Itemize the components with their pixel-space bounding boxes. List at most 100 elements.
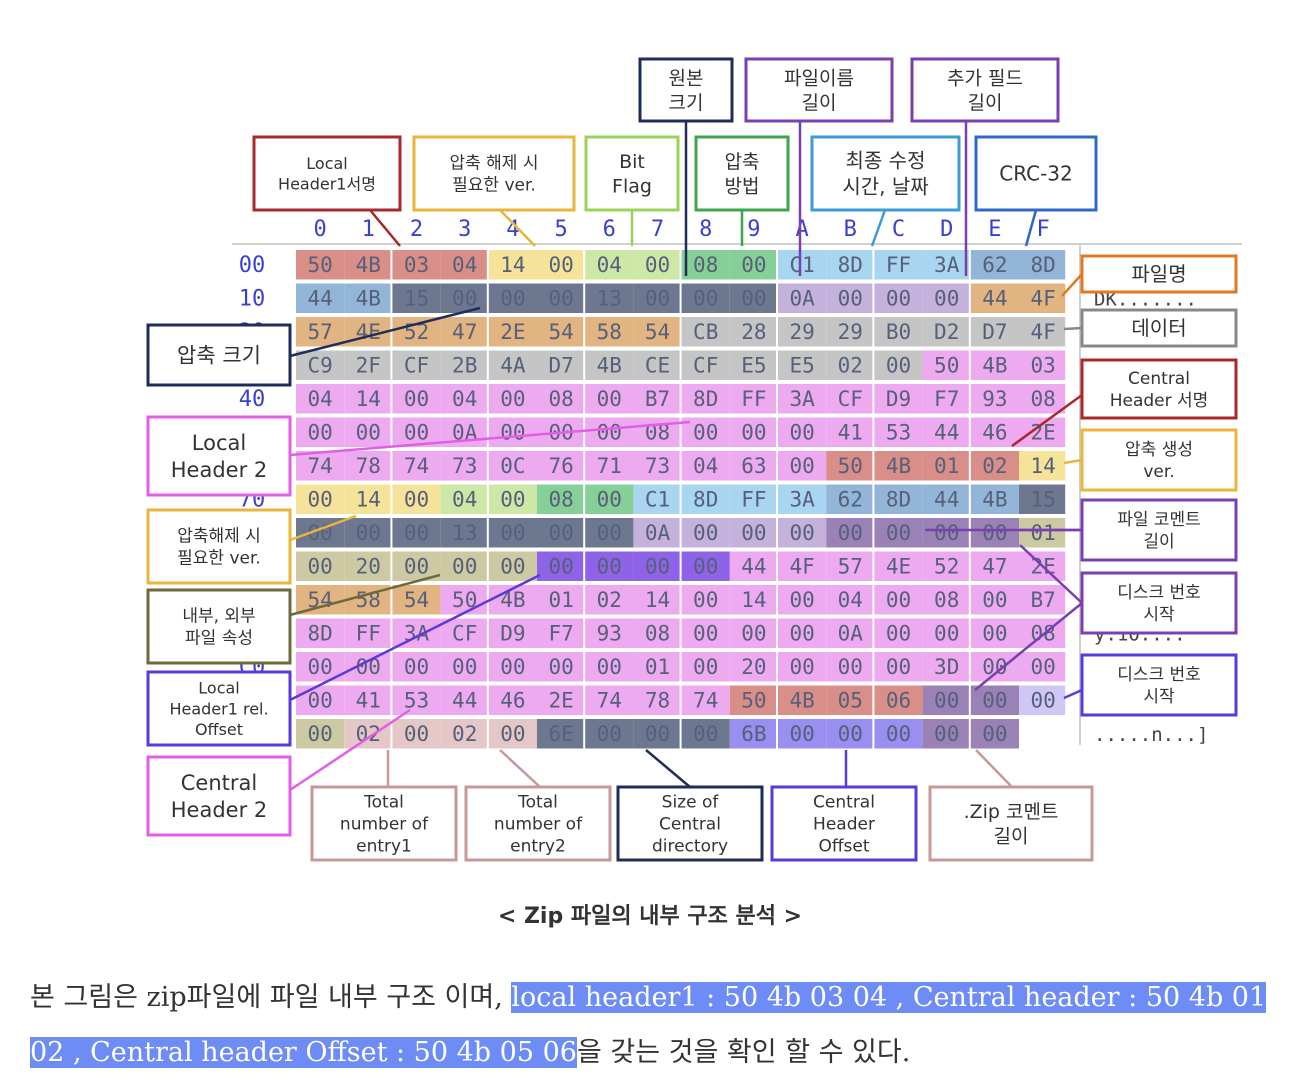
hex-cell-bg (922, 551, 969, 581)
hex-byte: 00 (500, 521, 525, 545)
hex-byte: 00 (645, 287, 670, 311)
hex-cell-bg (344, 451, 391, 481)
hex-byte: 44 (934, 488, 959, 512)
hex-cell-bg (440, 250, 487, 280)
hex-byte: 00 (548, 655, 573, 679)
hex-cell-bg (729, 618, 776, 648)
hex-cell-bg (681, 384, 730, 414)
hex-cell-bg (1019, 283, 1066, 313)
hex-byte: 76 (548, 454, 573, 478)
leader-line (1011, 393, 1083, 448)
hex-cell-bg (1019, 652, 1066, 682)
hex-cell-bg (1019, 451, 1066, 481)
hex-byte: B7 (1030, 588, 1055, 612)
hex-cell-bg (874, 250, 923, 280)
leader-line (1061, 273, 1083, 297)
label-text: Local (192, 431, 246, 455)
hex-byte: 00 (356, 655, 381, 679)
hex-cell-bg (922, 451, 969, 481)
hex-byte: 57 (838, 555, 863, 579)
hex-cell-bg (681, 484, 730, 514)
hex-cell-bg (729, 585, 776, 615)
hex-byte: 14 (1030, 454, 1055, 478)
row-offset: 10 (239, 287, 266, 312)
hex-cell-bg (585, 283, 634, 313)
hex-byte: D7 (982, 320, 1007, 344)
hex-cell-bg (392, 685, 441, 715)
ascii-text: DK....... (1094, 289, 1197, 311)
label-text: 추가 필드 (947, 67, 1023, 89)
hex-byte: 4B (597, 354, 622, 378)
hex-byte: 93 (597, 622, 622, 646)
hex-cell-bg (633, 451, 680, 481)
hex-byte: 73 (452, 454, 477, 478)
hex-byte: B0 (886, 320, 911, 344)
hex-cell-bg (1019, 685, 1066, 715)
hex-cell-bg (296, 350, 345, 380)
hex-cell-bg (970, 283, 1019, 313)
label-box (146, 670, 292, 747)
row-offset: 40 (239, 387, 266, 412)
hex-byte: 4B (356, 287, 381, 311)
hex-byte: 00 (500, 287, 525, 311)
row-offset: 00 (239, 253, 266, 278)
hex-byte: 20 (741, 655, 766, 679)
hex-cell-bg (537, 317, 584, 347)
hex-byte: 00 (838, 287, 863, 311)
hex-byte: 00 (838, 521, 863, 545)
hex-cell-bg (874, 618, 923, 648)
column-header: B (844, 217, 857, 242)
hex-byte: 01 (548, 588, 573, 612)
label-text: 시작 (1143, 687, 1175, 707)
hex-cell-bg (970, 518, 1019, 548)
hex-byte: 13 (597, 287, 622, 311)
hex-byte: 00 (789, 454, 814, 478)
hex-cell-bg (826, 417, 873, 447)
label-box (616, 785, 764, 862)
hex-cell-bg (1019, 484, 1066, 514)
hex-cell-bg (778, 685, 827, 715)
label-box (744, 57, 894, 123)
leader-line (974, 602, 1083, 691)
hex-byte: 00 (548, 253, 573, 277)
label-box (310, 785, 458, 862)
hex-byte: 00 (356, 421, 381, 445)
hex-cell-bg (778, 283, 827, 313)
hex-cell-bg (344, 250, 391, 280)
hex-byte: 0A (645, 521, 671, 545)
hex-cell-bg (1019, 317, 1066, 347)
hex-byte: 46 (500, 689, 525, 713)
hex-cell-bg (1019, 417, 1066, 447)
hex-byte: 4B (356, 253, 381, 277)
hex-byte: 62 (838, 488, 863, 512)
hex-cell-bg (874, 518, 923, 548)
hex-cell-bg (392, 283, 441, 313)
hex-cell-bg (681, 618, 730, 648)
hex-cell-bg (681, 350, 730, 380)
hex-byte: 00 (741, 622, 766, 646)
hex-cell-bg (922, 384, 969, 414)
label-text: 파일명 (1131, 262, 1186, 286)
hex-byte: 00 (934, 622, 959, 646)
hex-byte: 00 (934, 521, 959, 545)
hex-cell-bg (633, 719, 680, 749)
hex-cell-bg (344, 685, 391, 715)
label-box (1080, 428, 1238, 492)
label-text: 디스크 번호 (1117, 665, 1201, 685)
hex-byte: 29 (838, 320, 863, 344)
label-text: 크기 (669, 92, 704, 114)
hex-byte: 00 (597, 655, 622, 679)
hex-cell-bg (681, 317, 730, 347)
label-text: 길이 (802, 92, 837, 114)
hex-cell-bg (874, 417, 923, 447)
label-text: Local (198, 678, 239, 697)
hex-cell-bg (826, 384, 873, 414)
hex-cell-bg (585, 250, 634, 280)
hex-byte: 20 (356, 555, 381, 579)
label-box (146, 588, 292, 665)
hex-cell-bg (392, 585, 441, 615)
column-header: 6 (603, 217, 616, 242)
label-text: Header 2 (171, 458, 268, 482)
hex-cell-bg (440, 719, 487, 749)
